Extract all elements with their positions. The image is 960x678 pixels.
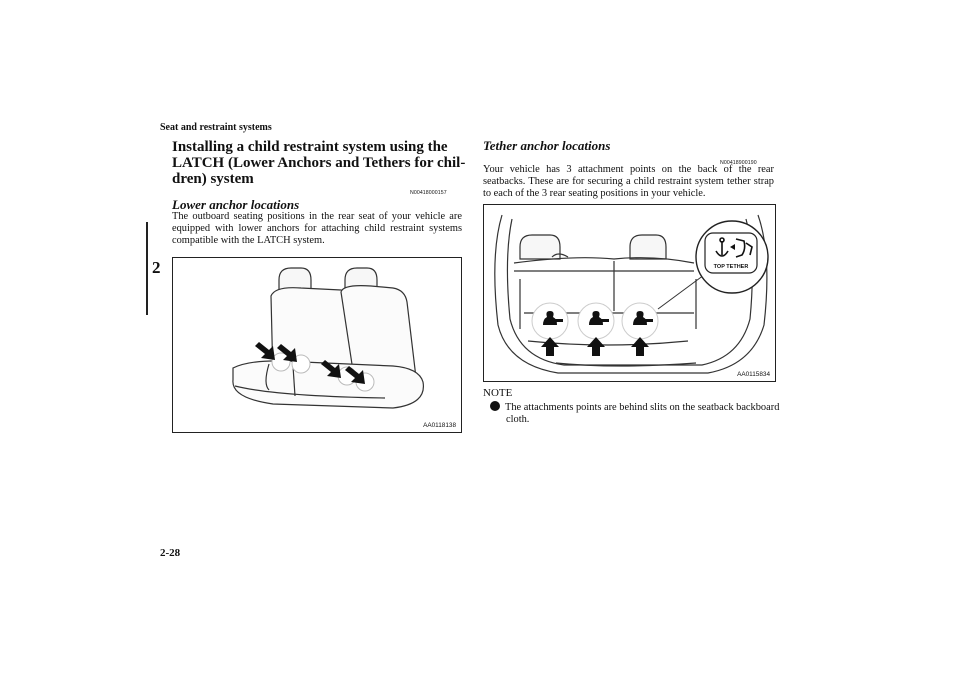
page-number: 2-28	[160, 547, 181, 559]
figure-code: AA0118138	[423, 422, 456, 429]
tether-reference-code: N00418900190	[720, 160, 757, 166]
section-title-line-1: Installing a child restraint system usin…	[172, 139, 448, 155]
bullet-icon	[490, 401, 500, 411]
figure-code: AA0115834	[737, 371, 770, 378]
lower-anchor-subheading: Lower anchor locations	[172, 197, 300, 212]
chapter-tab-number: 2	[152, 258, 161, 277]
chapter-tab-rule	[146, 222, 148, 315]
section-title: Installing a child restraint system usin…	[172, 139, 467, 187]
running-header: Seat and restraint systems	[160, 122, 272, 133]
note-item-text: The attachments points are behind slits …	[505, 402, 780, 425]
note-item: The attachments points are behind slits …	[483, 401, 797, 426]
lower-anchor-figure: AA0118138	[172, 257, 462, 433]
section-reference-code: N00418000157	[410, 190, 447, 196]
tether-anchor-subheading: Tether anchor locations	[483, 138, 611, 153]
note-label: NOTE	[483, 387, 513, 399]
top-tether-label: TOP TETHER	[714, 264, 749, 270]
section-title-line-3: dren) system	[172, 171, 254, 187]
tether-anchor-paragraph: Your vehicle has 3 attachment points on …	[483, 164, 774, 199]
tether-anchor-figure: TOP TETHER AA0115834	[483, 204, 776, 382]
section-title-line-2: LATCH (Lower Anchors and Tethers for chi…	[172, 155, 466, 171]
lower-anchor-paragraph: The outboard seating positions in the re…	[172, 211, 462, 246]
rear-seat-illustration	[232, 267, 425, 409]
cargo-area-illustration: TOP TETHER	[494, 214, 769, 374]
